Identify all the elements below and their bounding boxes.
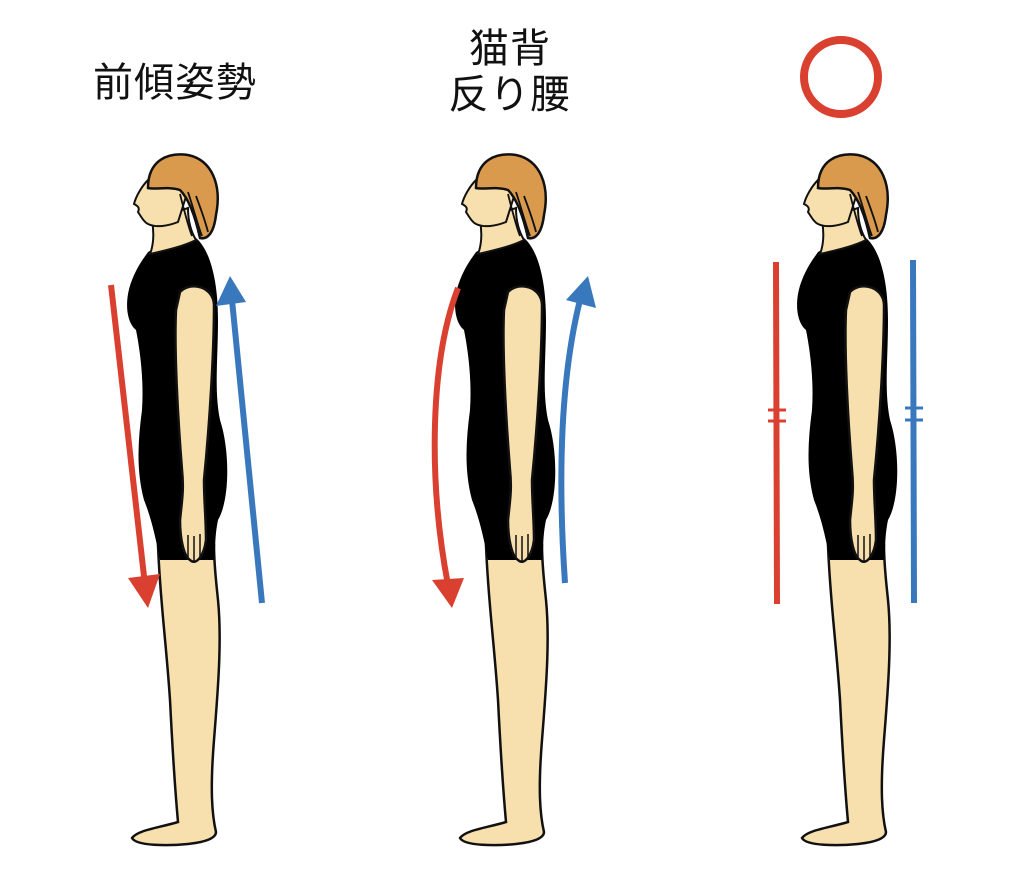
label-line: 前傾姿勢 [93, 60, 257, 106]
front-arrow-down [108, 284, 160, 608]
label-line: 反り腰 [448, 72, 572, 118]
figure-forward-lean [125, 153, 229, 847]
figure-rounded-back-swayback [453, 153, 557, 847]
front-arrow-down-curved [431, 286, 464, 608]
label-line: 猫背 [469, 26, 551, 72]
ok-circle-icon [800, 36, 882, 118]
label-rounded-back-swayback: 猫背 反り腰 [410, 26, 610, 118]
back-arrow-up-curved [558, 276, 596, 584]
label-forward-lean: 前傾姿勢 [60, 60, 290, 106]
back-vertical-line [905, 259, 923, 604]
back-arrow-up [216, 276, 265, 604]
front-vertical-line [768, 261, 786, 605]
figure-correct-posture [795, 153, 899, 847]
